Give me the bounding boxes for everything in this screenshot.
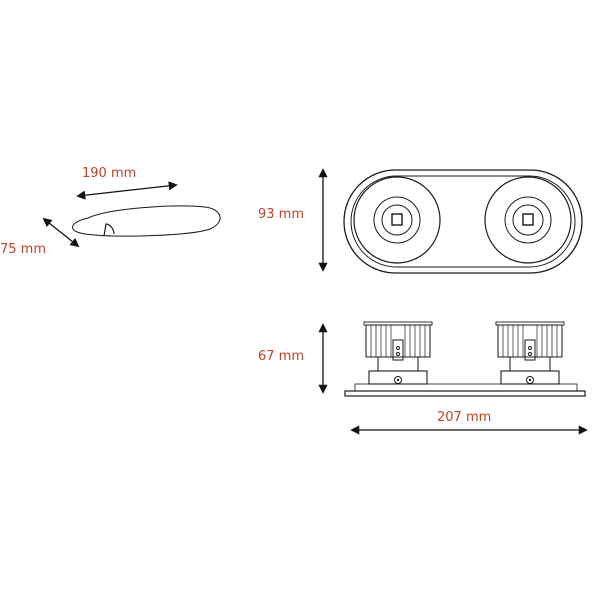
- top-view-lamp-left: [353, 176, 441, 264]
- cutout-length-arrow: [76, 181, 178, 200]
- top-view-height-label: 93 mm: [258, 207, 305, 222]
- side-view-length-label: 207 mm: [437, 410, 492, 425]
- cutout-width-arrow: [42, 217, 80, 248]
- cutout-shape: [72, 205, 221, 237]
- cutout-notch: [103, 223, 115, 237]
- cutout-length-label: 190 mm: [82, 166, 137, 181]
- side-view-module-right: [495, 321, 565, 385]
- top-view-housing: [343, 169, 583, 274]
- side-view-module-left: [363, 321, 433, 385]
- side-view-base-plate: [344, 383, 586, 397]
- cutout-width-label: 75 mm: [0, 242, 47, 257]
- top-view-lamp-right: [484, 176, 572, 264]
- side-view-height-label: 67 mm: [258, 349, 305, 364]
